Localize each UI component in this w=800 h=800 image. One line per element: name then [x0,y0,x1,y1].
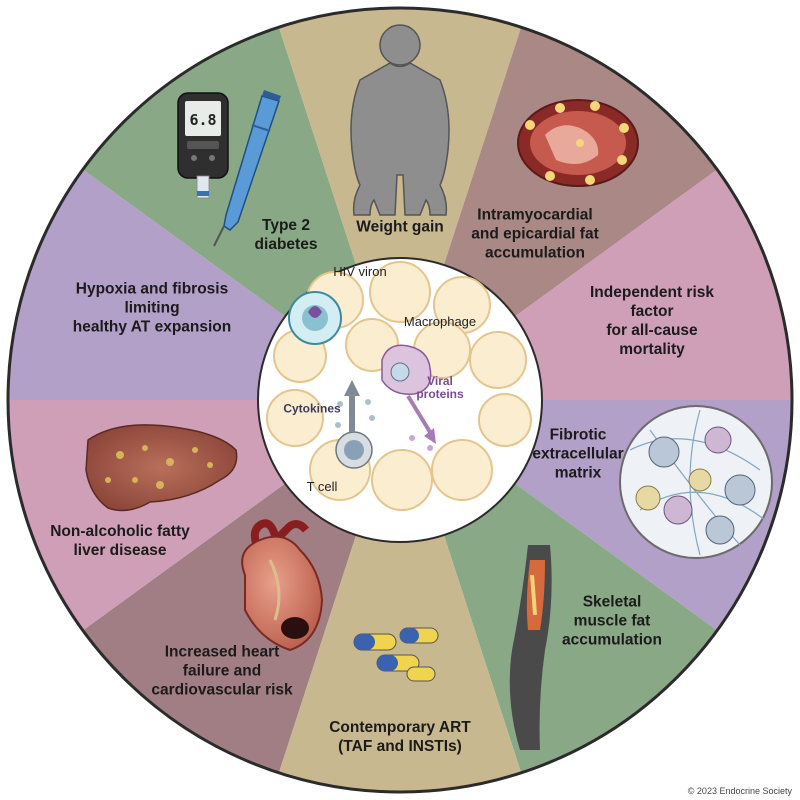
skeletal-muscle-icon [509,545,552,750]
label-t-cell: T cell [306,478,338,494]
label-fat-accumulation: Intramyocardial and epicardial fat accum… [471,206,599,262]
wheel-outline [6,6,794,794]
label-type-2-diabetes: Type 2 diabetes [254,217,318,253]
label-macrophage: Macrophage [403,313,477,329]
adipocyte [478,393,532,447]
adipocyte [369,261,431,323]
glucometer-reading: 6.8 [189,111,216,129]
label-contemporary-art: Contemporary ART (TAF and INSTIs) [329,719,471,755]
adipocyte [431,439,493,501]
adipocyte [469,331,527,389]
adipocyte [371,449,433,511]
body-silhouette-icon [350,24,450,216]
capsules-icon [353,627,439,682]
copyright-notice: © 2023 Endocrine Society [687,786,792,796]
adipose-tissue-center [257,257,543,543]
adipocyte [266,389,324,447]
heart-cross-section-icon [517,99,639,187]
t-cell-icon [335,431,373,469]
label-hypoxia: Hypoxia and fibrosis limiting healthy AT… [72,280,232,336]
label-cytokines: Cytokines [283,401,341,416]
label-fibrotic-matrix: Fibrotic extracellular matrix [532,426,624,482]
adipocyte-cells [266,261,532,511]
label-heart-failure: Increased heart failure and cardiovascul… [151,643,293,699]
fibrotic-matrix-icon [619,405,773,559]
label-weight-gain: Weight gain [356,218,444,236]
label-mortality: Independent risk factor for all-cause mo… [589,284,715,358]
label-nafld: Non-alcoholic fatty liver disease [50,523,190,559]
sector-hypoxia [270,400,530,792]
label-skeletal-muscle: Skeletal muscle fat accumulation [562,593,662,649]
heart-icon [241,519,324,652]
hiv-virion-icon [288,291,342,345]
macrophage-icon [381,344,432,395]
sector-fibrotic-matrix [270,8,530,400]
label-hiv-virion: HIV viron [333,263,387,279]
label-viral-proteins: Viral proteins [416,373,464,401]
glucometer-and-pen-icon: 6.8 [177,90,281,247]
liver-icon [85,424,238,512]
